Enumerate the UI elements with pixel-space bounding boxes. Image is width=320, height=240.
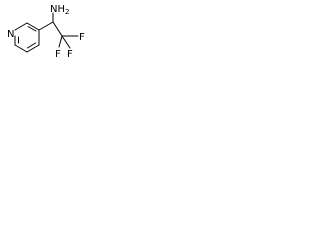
cf3-to-f1-bond: [58, 35, 63, 48]
ring-to-alpha-carbon-bond: [38, 21, 54, 31]
fluorine-label-2: F: [67, 49, 73, 60]
pyridine-ring: [14, 22, 40, 53]
fluorine-label-1: F: [55, 49, 61, 60]
chemical-structure: N NH2 F F F: [7, 4, 85, 60]
amine-nh: NH: [50, 4, 65, 15]
amine-label: NH2: [50, 4, 69, 16]
ring-double-bond-1: [27, 26, 37, 32]
ring-bond-c5-c6: [14, 44, 28, 53]
amine-subscript: 2: [65, 8, 69, 16]
ring-bond-c4-c5: [26, 44, 40, 53]
ring-double-bond-2: [27, 42, 36, 49]
ring-nitrogen-label: N: [7, 29, 14, 40]
alpha-carbon-to-cf3-bond: [52, 21, 63, 37]
fluorine-label-3: F: [79, 32, 85, 43]
ring-bond-n-c2: [14, 22, 28, 31]
cf3-to-f2-bond: [61, 35, 71, 49]
ring-bond-c2-c3: [26, 22, 40, 31]
